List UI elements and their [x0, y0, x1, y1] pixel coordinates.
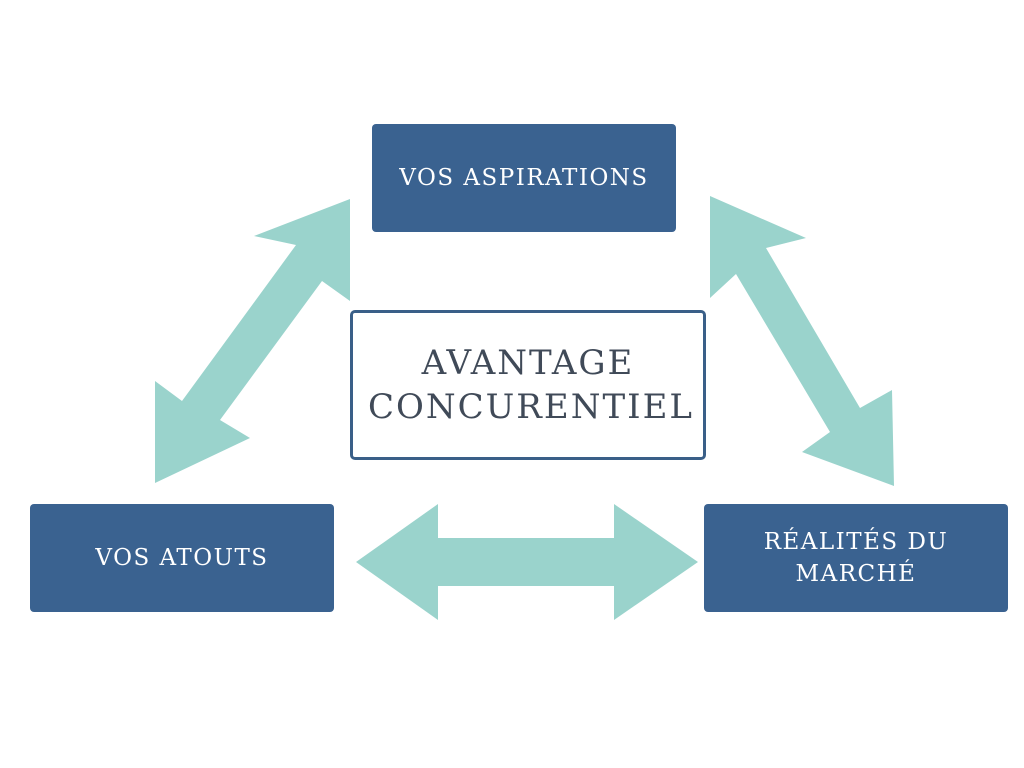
arrow-atouts-aspirations: [155, 199, 350, 483]
center-label: AVANTAGE CONCURENTIEL: [368, 343, 694, 427]
node-label-marche: RÉALITÉS DU MARCHÉ: [763, 529, 949, 587]
node-label-atouts: VOS ATOUTS: [95, 545, 269, 571]
node-realites-du-marche: RÉALITÉS DU MARCHÉ: [704, 504, 1008, 612]
arrow-aspirations-marche: [710, 196, 894, 486]
center-node-avantage-concurrentiel: AVANTAGE CONCURENTIEL: [350, 310, 706, 460]
node-vos-aspirations: VOS ASPIRATIONS: [372, 124, 676, 232]
node-label-aspirations: VOS ASPIRATIONS: [399, 165, 649, 191]
arrow-atouts-marche: [356, 504, 698, 620]
node-vos-atouts: VOS ATOUTS: [30, 504, 334, 612]
